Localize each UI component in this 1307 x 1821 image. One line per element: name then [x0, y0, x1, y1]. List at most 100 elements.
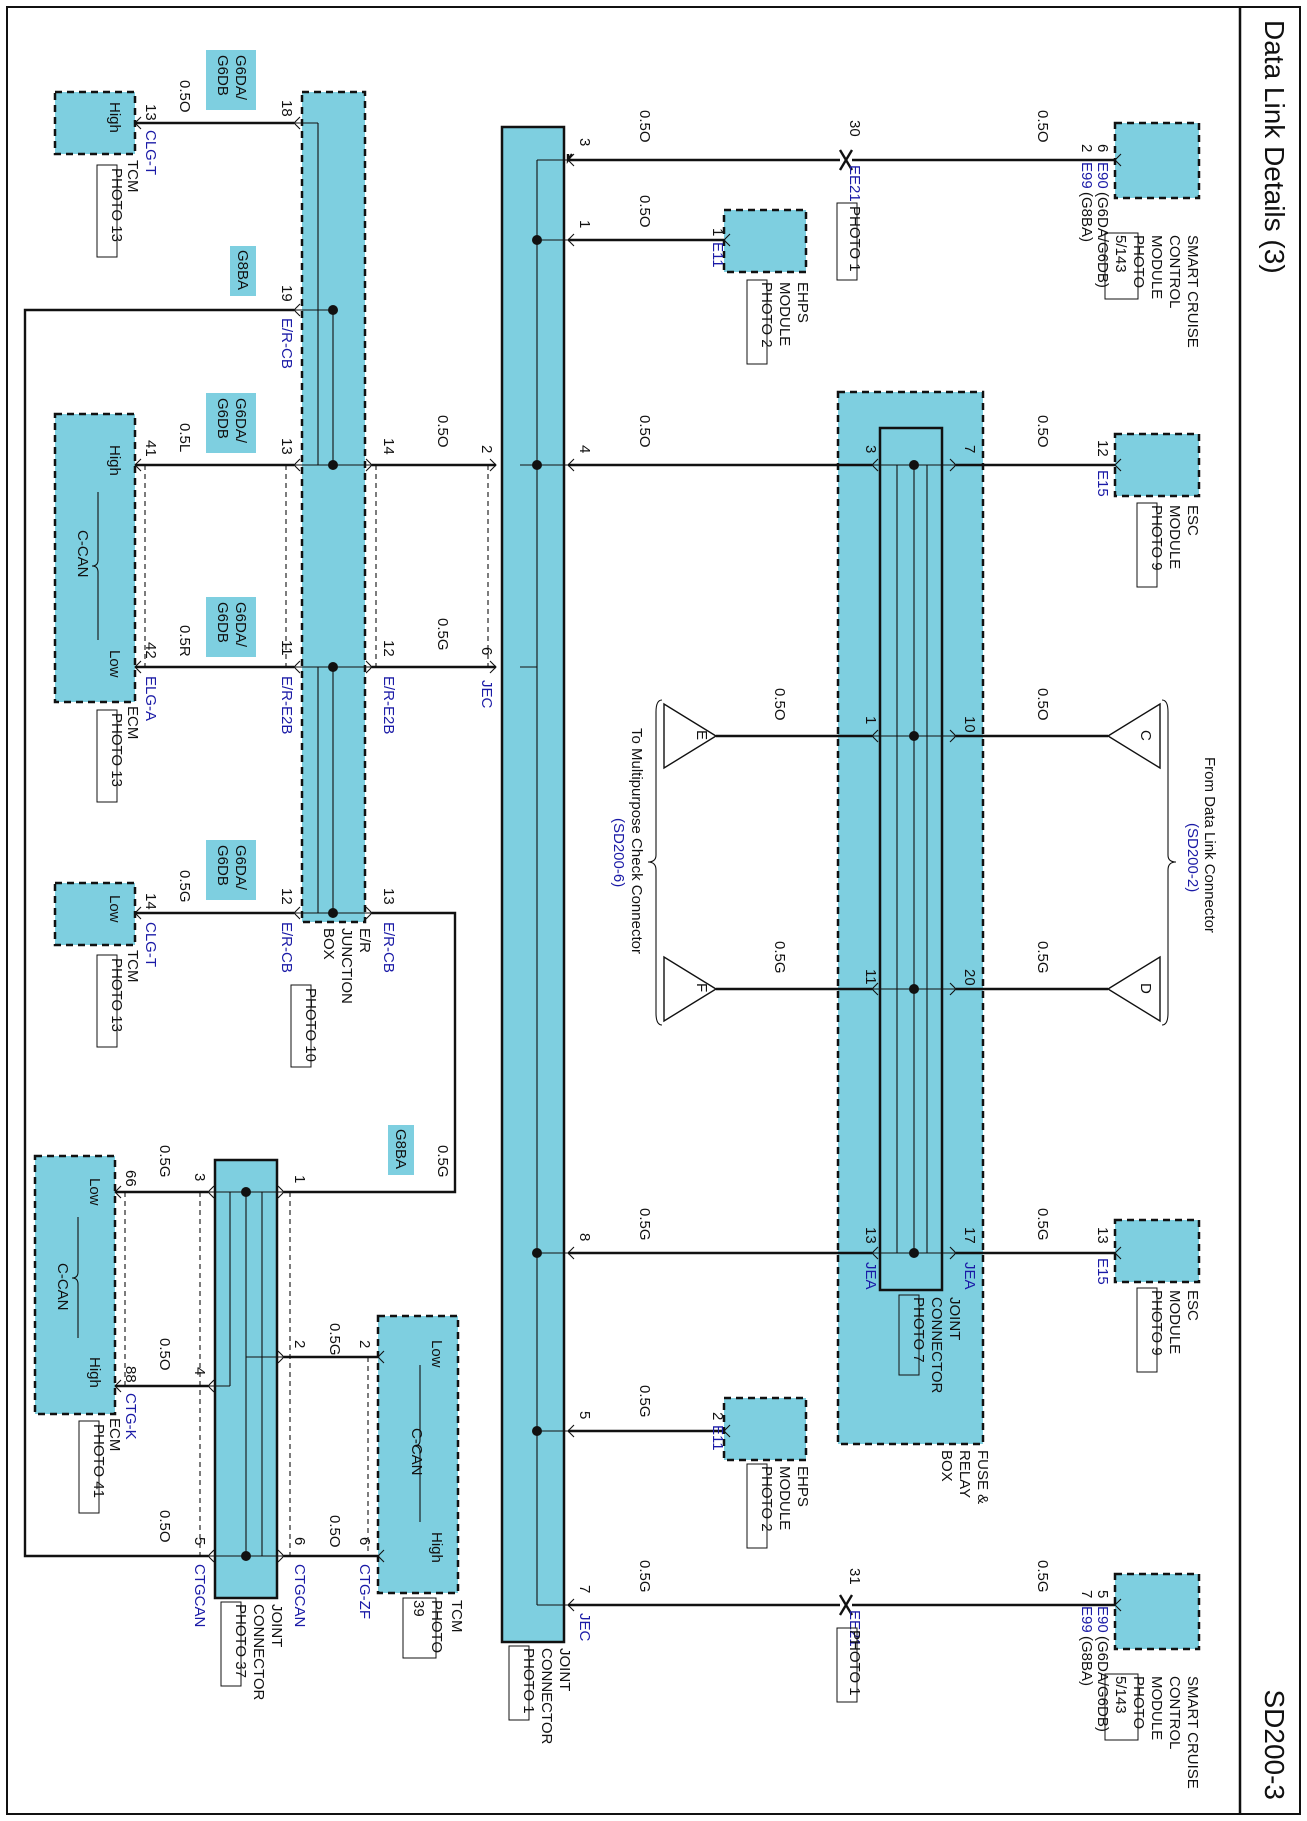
- svg-text:1: 1: [862, 716, 879, 724]
- svg-text:CONNECTOR: CONNECTOR: [538, 1648, 555, 1745]
- svg-text:E11: E11: [709, 1425, 726, 1451]
- tag-g6-4: [206, 840, 256, 900]
- svg-text:0.5O: 0.5O: [1034, 688, 1051, 721]
- svg-text:2: 2: [709, 1412, 726, 1420]
- svg-text:0.5R: 0.5R: [176, 625, 193, 657]
- svg-text:7: 7: [576, 1585, 593, 1593]
- svg-text:G6DA/: G6DA/: [232, 602, 249, 648]
- svg-text:CTG-ZF: CTG-ZF: [356, 1564, 373, 1619]
- svg-text:EHPS: EHPS: [794, 282, 811, 323]
- svg-text:E: E: [693, 730, 710, 740]
- tcm-low-module: [53, 881, 137, 947]
- svg-text:0.5G: 0.5G: [1034, 1560, 1051, 1593]
- svg-text:D: D: [1137, 983, 1154, 994]
- page-frame: [6, 6, 1301, 1815]
- svg-text:12: 12: [278, 888, 295, 905]
- svg-text:G6DB: G6DB: [214, 602, 231, 643]
- svg-text:20: 20: [961, 969, 978, 986]
- svg-text:Low: Low: [428, 1340, 445, 1368]
- svg-text:CTG-K: CTG-K: [122, 1393, 139, 1440]
- svg-text:CTGCAN: CTGCAN: [291, 1564, 308, 1627]
- wires-right: [566, 153, 1115, 1607]
- tag-g8-1: [230, 246, 256, 296]
- svg-text:JEC: JEC: [576, 1613, 593, 1642]
- svg-text:E90: E90: [1094, 1606, 1111, 1633]
- svg-text:5/143: 5/143: [1112, 1676, 1129, 1714]
- svg-text:JEA: JEA: [862, 1262, 879, 1290]
- svg-text:BOX: BOX: [320, 928, 337, 960]
- svg-text:12: 12: [1094, 440, 1111, 457]
- smart-cruise-module-bottom: [1113, 1572, 1201, 1651]
- svg-text:PHOTO 13: PHOTO 13: [108, 958, 125, 1032]
- svg-text:ECM: ECM: [124, 706, 141, 739]
- svg-text:SMART CRUISE: SMART CRUISE: [1184, 235, 1201, 348]
- joint-connector-jec: [500, 125, 566, 1644]
- svg-text:13: 13: [142, 104, 159, 121]
- svg-text:(G6DA/G6DB): (G6DA/G6DB): [1094, 1636, 1111, 1732]
- svg-text:0.5G: 0.5G: [156, 1145, 173, 1178]
- ecm-ctg-module: [33, 1154, 117, 1416]
- svg-text:E/R: E/R: [356, 928, 373, 953]
- svg-text:13: 13: [278, 438, 295, 455]
- svg-text:CLG-T: CLG-T: [142, 922, 159, 967]
- svg-text:MODULE: MODULE: [1166, 505, 1183, 569]
- svg-text:5: 5: [1094, 1590, 1111, 1598]
- svg-text:C-CAN: C-CAN: [408, 1428, 425, 1476]
- svg-text:88: 88: [122, 1366, 139, 1383]
- svg-text:0.5G: 0.5G: [434, 1145, 451, 1178]
- svg-text:2: 2: [478, 445, 495, 453]
- svg-text:66: 66: [122, 1170, 139, 1187]
- svg-text:High: High: [106, 102, 123, 133]
- svg-text:E11: E11: [709, 242, 726, 268]
- svg-text:7: 7: [961, 445, 978, 453]
- ctgcan-internals: [208, 1187, 284, 1561]
- svg-text:E99: E99: [1078, 162, 1095, 189]
- connector-c: [1106, 702, 1161, 770]
- svg-text:PHOTO 9: PHOTO 9: [1148, 505, 1165, 571]
- tag-g6-1: [206, 50, 256, 110]
- svg-text:0.5O: 0.5O: [156, 1510, 173, 1543]
- svg-text:E/R-E2B: E/R-E2B: [380, 676, 397, 734]
- svg-text:MODULE: MODULE: [776, 1466, 793, 1530]
- svg-text:E/R-CB: E/R-CB: [380, 922, 397, 973]
- svg-text:EE21: EE21: [846, 165, 863, 202]
- svg-text:4: 4: [576, 445, 593, 453]
- svg-text:3: 3: [576, 138, 593, 146]
- svg-text:10: 10: [961, 716, 978, 733]
- svg-text:4: 4: [191, 1367, 208, 1375]
- svg-text:BOX: BOX: [938, 1450, 955, 1482]
- svg-text:PHOTO 7: PHOTO 7: [910, 1297, 927, 1363]
- svg-text:0.5O: 0.5O: [1034, 110, 1051, 143]
- svg-text:1: 1: [291, 1175, 308, 1183]
- svg-text:13: 13: [1094, 1227, 1111, 1244]
- svg-text:C-CAN: C-CAN: [54, 1263, 71, 1311]
- svg-text:TCM: TCM: [124, 950, 141, 983]
- svg-text:JUNCTION: JUNCTION: [338, 928, 355, 1004]
- svg-text:G8BA: G8BA: [392, 1129, 409, 1169]
- svg-text:41: 41: [142, 440, 159, 457]
- svg-text:F: F: [693, 983, 710, 992]
- svg-text:To Multipurpose Check Connecto: To Multipurpose Check Connector: [628, 728, 645, 954]
- svg-text:G6DB: G6DB: [214, 845, 231, 886]
- svg-text:E15: E15: [1094, 1258, 1111, 1285]
- connector-d: [1106, 955, 1161, 1023]
- svg-text:11: 11: [862, 969, 879, 985]
- svg-text:E90: E90: [1094, 162, 1111, 189]
- connector-f: [663, 955, 718, 1023]
- svg-text:ELG-A: ELG-A: [142, 676, 159, 721]
- svg-text:RELAY: RELAY: [956, 1450, 973, 1498]
- svg-text:MODULE: MODULE: [776, 282, 793, 346]
- svg-text:PHOTO 2: PHOTO 2: [758, 282, 775, 348]
- svg-text:0.5O: 0.5O: [156, 1338, 173, 1371]
- svg-text:PHOTO 1: PHOTO 1: [846, 206, 863, 272]
- svg-text:31: 31: [846, 1568, 863, 1585]
- svg-text:6: 6: [478, 647, 495, 655]
- svg-text:High: High: [106, 445, 123, 476]
- jec-internals: [520, 159, 568, 1606]
- svg-text:PHOTO 1: PHOTO 1: [846, 1630, 863, 1696]
- svg-text:0.5G: 0.5G: [636, 1208, 653, 1241]
- svg-text:14: 14: [142, 893, 159, 910]
- svg-text:3: 3: [862, 445, 879, 453]
- svg-text:13: 13: [380, 888, 397, 905]
